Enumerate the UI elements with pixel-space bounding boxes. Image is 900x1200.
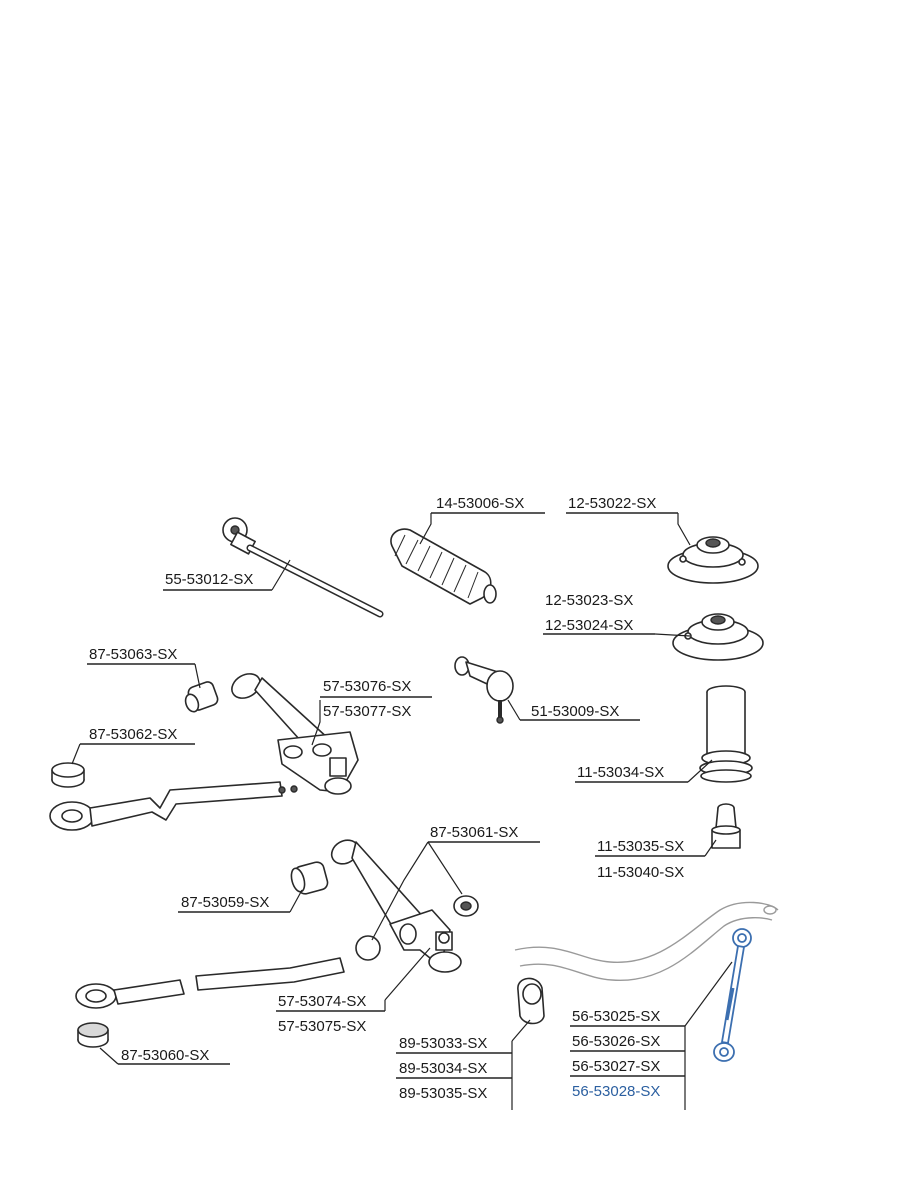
bump-stop-part	[711, 803, 741, 849]
bushing-87-53060-part	[77, 1022, 109, 1048]
label-56-53025: 56-53025-SX	[572, 1008, 660, 1025]
label-57-53077: 57-53077-SX	[323, 703, 411, 720]
bushing-87-53059-part	[290, 861, 329, 895]
strut-mount-lower-part	[672, 613, 764, 661]
strut-mount-upper-part	[667, 536, 759, 584]
label-57-53076: 57-53076-SX	[323, 678, 411, 695]
label-11-53040: 11-53040-SX	[597, 864, 684, 881]
stabilizer-bushing-part	[517, 977, 545, 1025]
label-89-53034: 89-53034-SX	[399, 1060, 487, 1077]
inner-tie-rod-part	[222, 517, 384, 618]
tie-rod-end-part	[454, 656, 514, 724]
label-87-53061: 87-53061-SX	[430, 824, 518, 841]
bushing-87-53061-part	[453, 895, 479, 917]
label-11-53035: 11-53035-SX	[597, 838, 684, 855]
strut-rod-upper-part	[49, 781, 298, 831]
label-89-53035: 89-53035-SX	[399, 1085, 487, 1102]
bushing-87-53062-part	[51, 762, 85, 788]
label-14-53006: 14-53006-SX	[436, 495, 524, 512]
label-55-53012: 55-53012-SX	[165, 571, 253, 588]
label-87-53060: 87-53060-SX	[121, 1047, 209, 1064]
label-56-53027: 56-53027-SX	[572, 1058, 660, 1075]
stabilizer-bar-part	[514, 901, 779, 981]
strut-rod-lower-part	[75, 957, 345, 1009]
label-89-53033: 89-53033-SX	[399, 1035, 487, 1052]
label-87-53062: 87-53062-SX	[89, 726, 177, 743]
label-87-53059: 87-53059-SX	[181, 894, 269, 911]
label-57-53075: 57-53075-SX	[278, 1018, 366, 1035]
upper-control-arm-part	[231, 673, 359, 795]
label-56-53028: 56-53028-SX	[572, 1083, 660, 1100]
label-87-53063: 87-53063-SX	[89, 646, 177, 663]
bushing-87-53063-part	[184, 681, 219, 713]
steering-boot-part	[390, 528, 497, 605]
label-12-53024: 12-53024-SX	[545, 617, 633, 634]
leader-lines	[71, 513, 733, 1065]
stabilizer-link-part	[713, 928, 752, 1062]
label-51-53009: 51-53009-SX	[531, 703, 619, 720]
label-12-53022: 12-53022-SX	[568, 495, 656, 512]
dust-boot-part	[699, 685, 753, 783]
label-57-53074: 57-53074-SX	[278, 993, 366, 1010]
lower-control-arm-part	[330, 839, 462, 973]
bushing-87-53061b-part	[355, 935, 381, 961]
label-12-53023: 12-53023-SX	[545, 592, 633, 609]
label-11-53034: 11-53034-SX	[577, 764, 664, 781]
label-56-53026: 56-53026-SX	[572, 1033, 660, 1050]
